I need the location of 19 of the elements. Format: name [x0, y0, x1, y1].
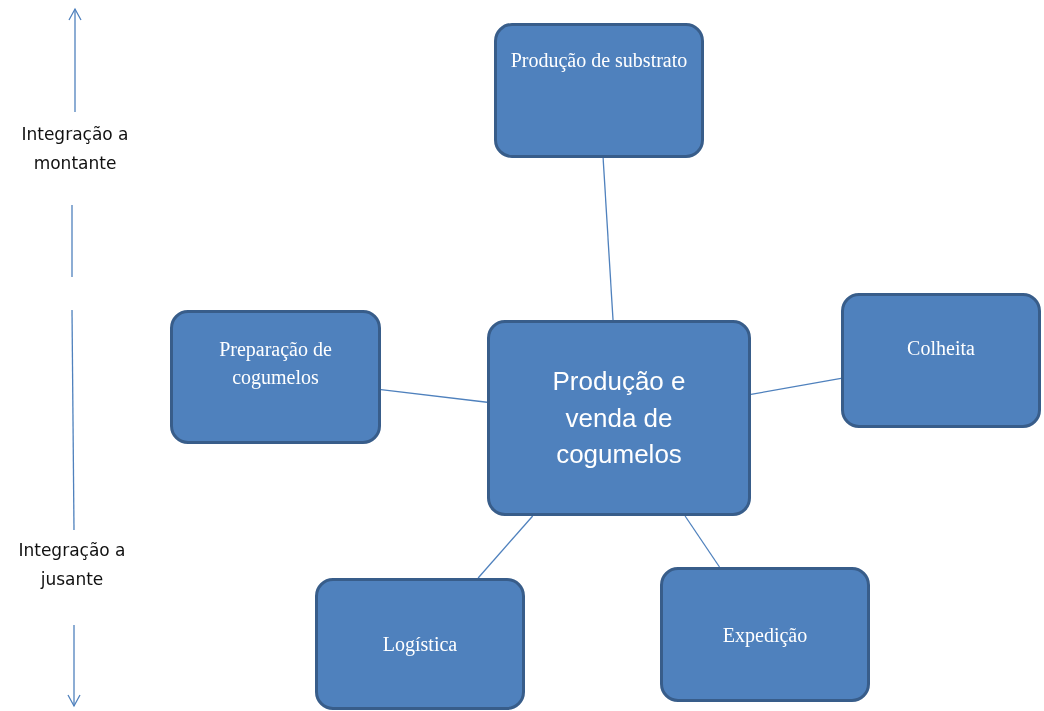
box-label: Produção e venda de cogumelos	[551, 365, 687, 472]
connector-line	[684, 515, 721, 568]
box-label: Preparação de cogumelos	[218, 337, 333, 391]
process-box	[315, 578, 525, 710]
connector-line	[602, 157, 614, 321]
process-box	[494, 23, 704, 158]
side-label: Integração a jusante	[17, 539, 127, 591]
box-label: Expedição	[722, 622, 808, 649]
side-label: Integração a montante	[20, 123, 130, 175]
process-box	[841, 293, 1041, 428]
box-label: Logística	[382, 632, 458, 658]
process-box	[660, 567, 870, 702]
box-label: Produção de substrato	[510, 48, 688, 74]
connector-line	[477, 515, 534, 579]
process-box	[487, 320, 751, 516]
process-box	[170, 310, 381, 444]
box-label: Colheita	[907, 336, 975, 361]
connector-line	[750, 377, 842, 396]
connector-line	[380, 388, 488, 403]
